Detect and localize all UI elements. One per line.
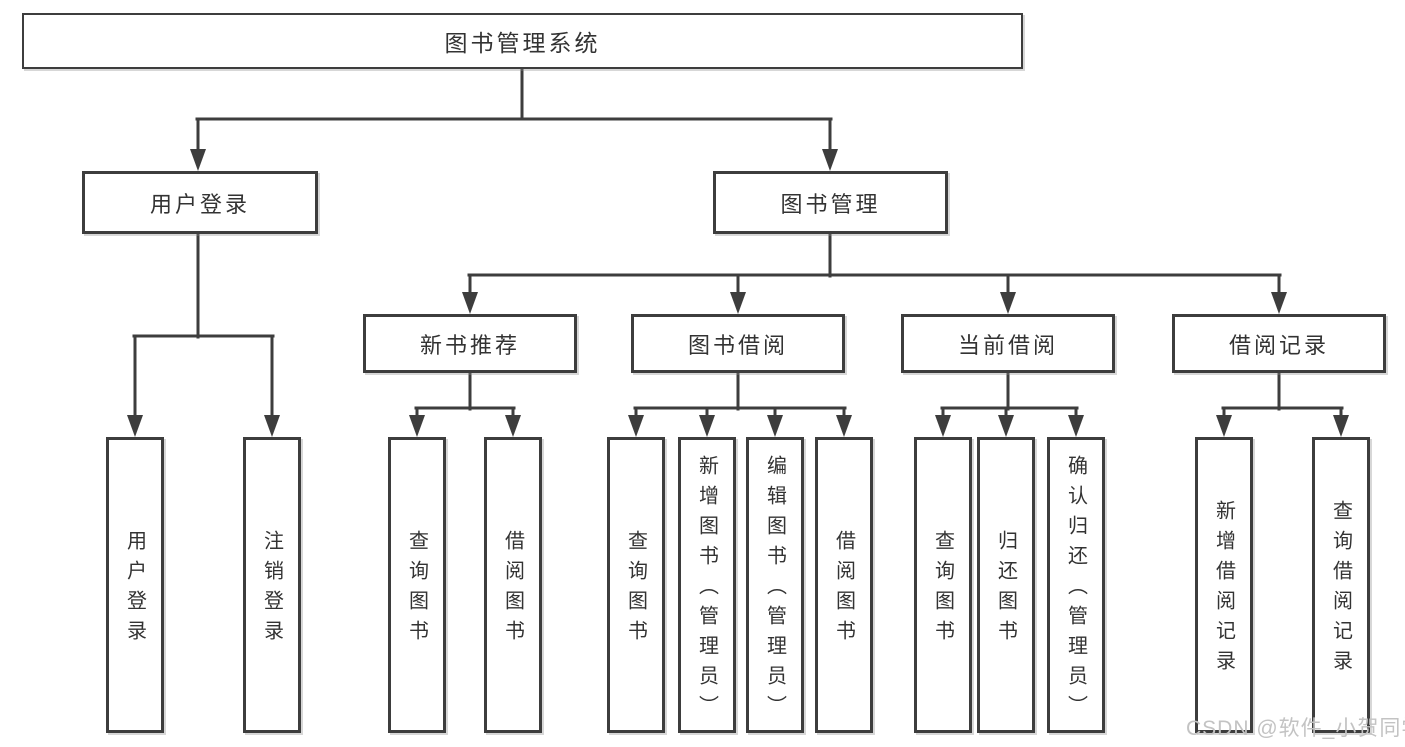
- leaf-logout: 注销登录: [243, 437, 301, 733]
- leaf-add-borrow-record: 新增借阅记录: [1195, 437, 1253, 733]
- leaf-return-books-label: 归还图书: [994, 530, 1017, 650]
- leaf-user-login: 用户登录: [106, 437, 164, 733]
- node-new-book-recommendation: 新书推荐: [363, 314, 577, 373]
- leaf-add-books-admin-label: 新增图书（管理员）: [695, 455, 718, 725]
- leaf-query-books-recommend: 查询图书: [388, 437, 446, 733]
- leaf-logout-label: 注销登录: [260, 530, 283, 650]
- leaf-borrow-books-label: 借阅图书: [832, 530, 855, 650]
- leaf-confirm-return-admin: 确认归还（管理员）: [1047, 437, 1105, 733]
- leaf-query-books-borrow: 查询图书: [607, 437, 665, 733]
- leaf-borrow-books-recommend-label: 借阅图书: [501, 530, 524, 650]
- node-user-login: 用户登录: [82, 171, 318, 234]
- leaf-confirm-return-admin-label: 确认归还（管理员）: [1064, 455, 1087, 725]
- node-borrowing-records: 借阅记录: [1172, 314, 1386, 373]
- arrowheads: [127, 149, 1349, 437]
- node-library-management-system: 图书管理系统: [22, 13, 1023, 69]
- leaf-query-books-recommend-label: 查询图书: [405, 530, 428, 650]
- node-current-borrowing: 当前借阅: [901, 314, 1115, 373]
- leaf-add-borrow-record-label: 新增借阅记录: [1212, 500, 1235, 680]
- leaf-add-books-admin: 新增图书（管理员）: [678, 437, 736, 733]
- leaf-borrow-books: 借阅图书: [815, 437, 873, 733]
- leaf-borrow-books-recommend: 借阅图书: [484, 437, 542, 733]
- leaf-query-books-current-label: 查询图书: [931, 530, 954, 650]
- leaf-edit-books-admin-label: 编辑图书（管理员）: [763, 455, 786, 725]
- leaf-edit-books-admin: 编辑图书（管理员）: [746, 437, 804, 733]
- node-book-management: 图书管理: [713, 171, 948, 234]
- csdn-watermark: CSDN @软件_小贺同学: [1186, 717, 1405, 740]
- leaf-user-login-label: 用户登录: [123, 530, 146, 650]
- leaf-query-borrow-record: 查询借阅记录: [1312, 437, 1370, 733]
- leaf-query-books-current: 查询图书: [914, 437, 972, 733]
- leaf-return-books: 归还图书: [977, 437, 1035, 733]
- leaf-query-borrow-record-label: 查询借阅记录: [1329, 500, 1352, 680]
- node-book-borrowing: 图书借阅: [631, 314, 845, 373]
- leaf-query-books-borrow-label: 查询图书: [624, 530, 647, 650]
